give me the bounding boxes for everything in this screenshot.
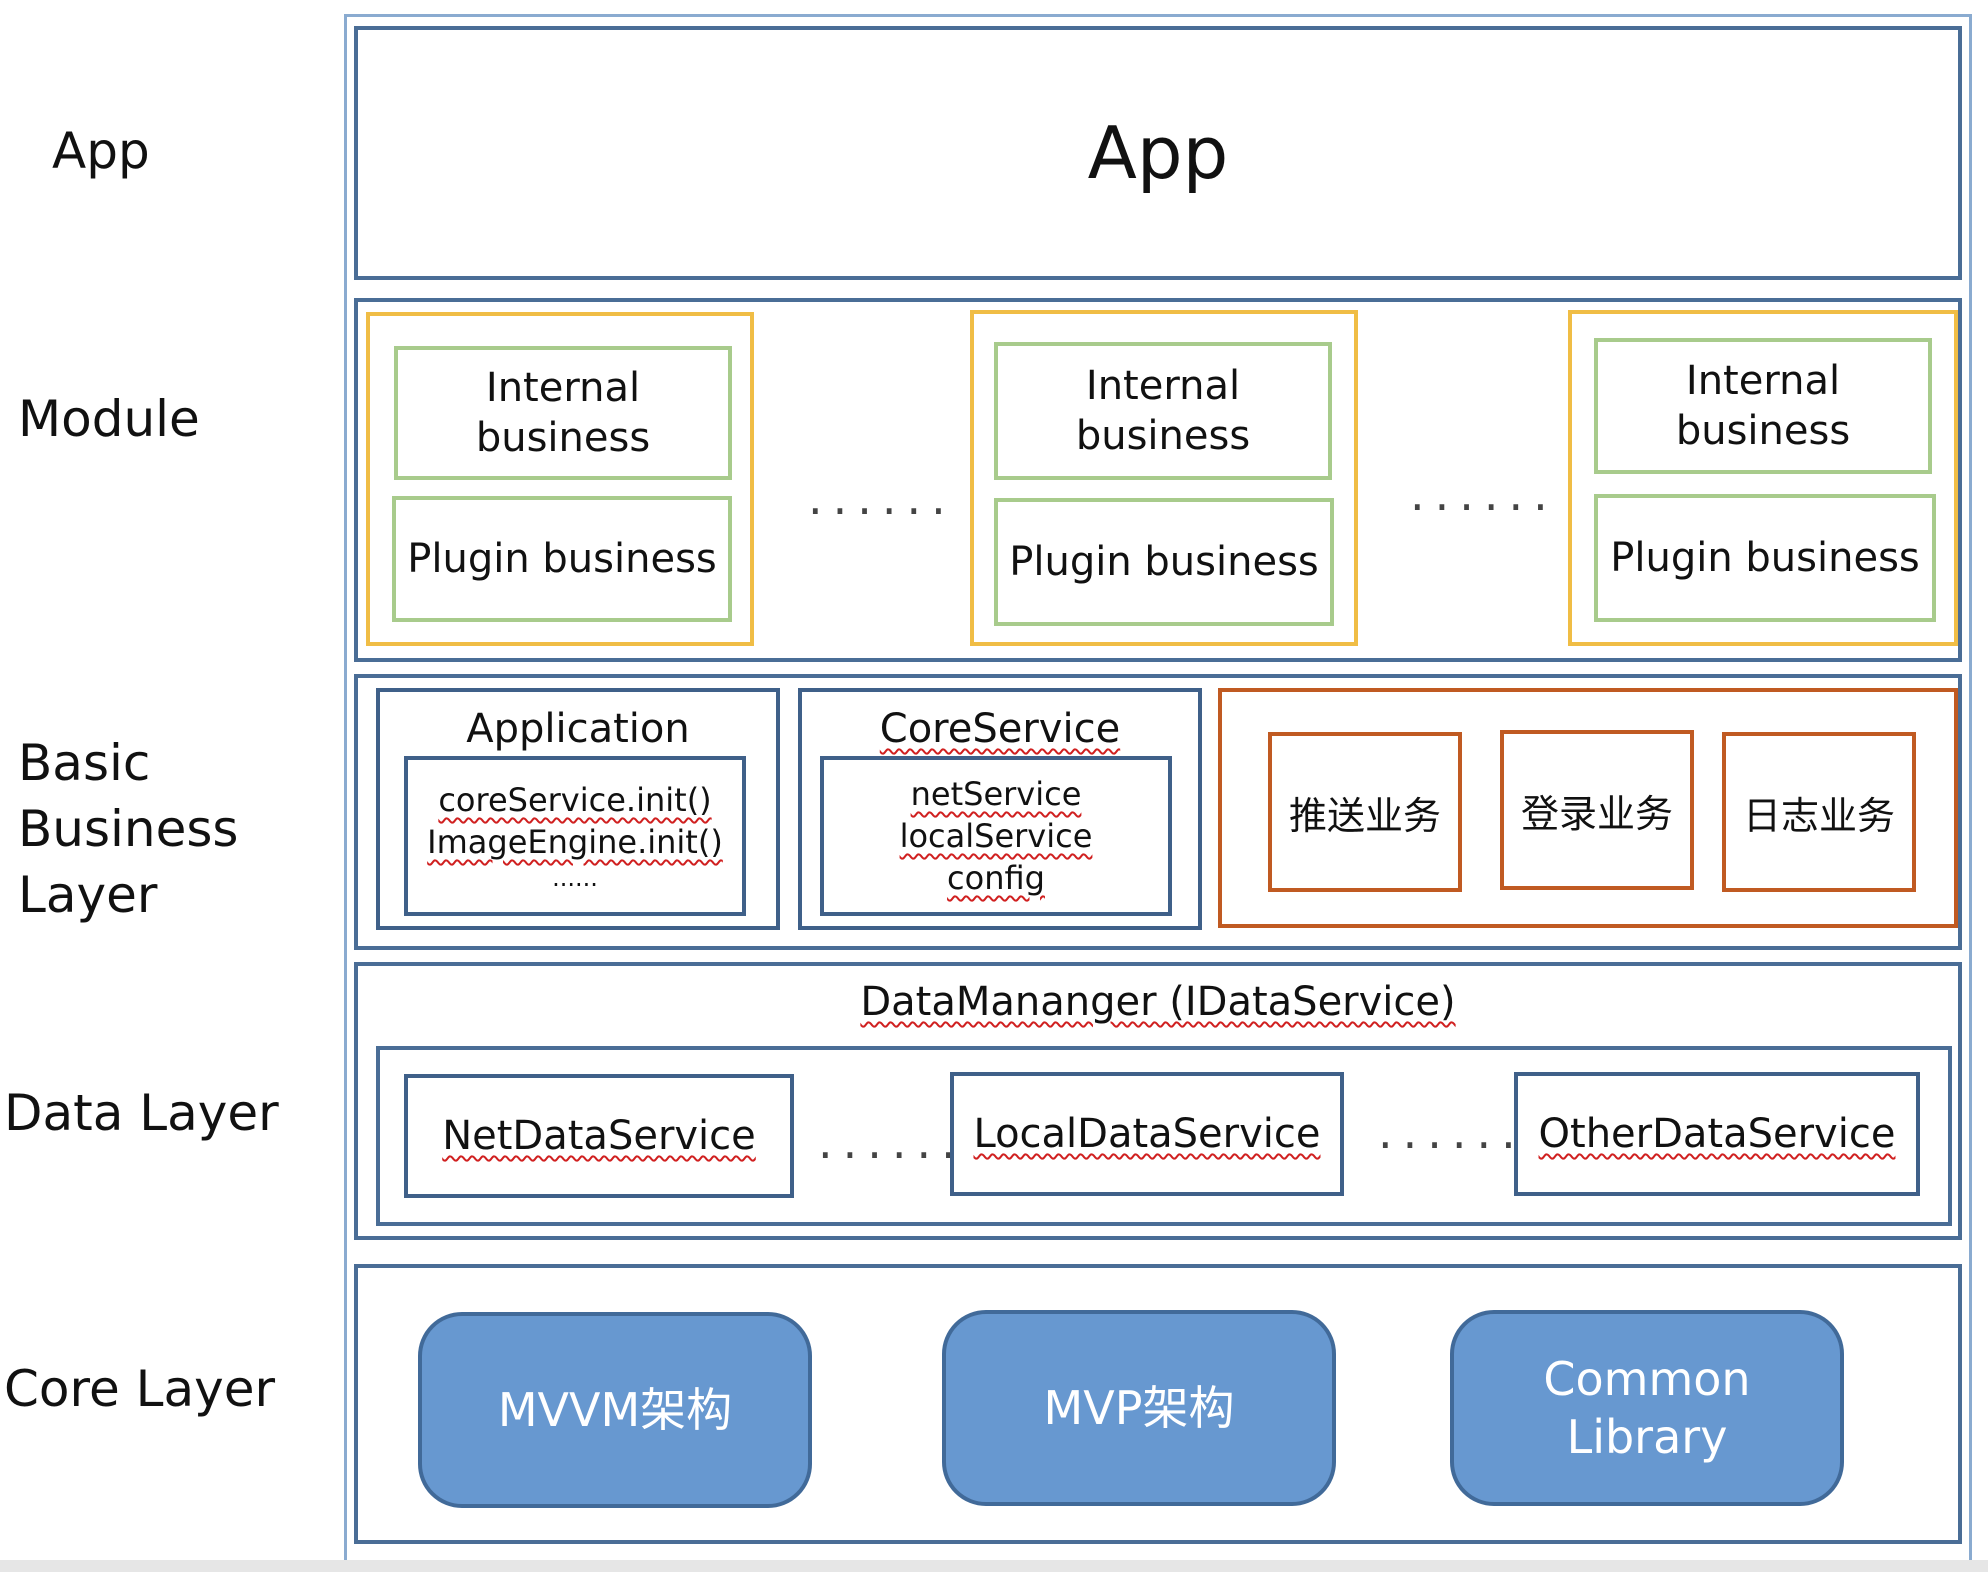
side-label-data-layer: Data Layer [4, 1084, 279, 1142]
internal-business-1-line1: Internal [485, 365, 641, 411]
core-item-common-library: Common Library [1450, 1310, 1844, 1506]
side-label-core-layer: Core Layer [4, 1360, 276, 1418]
core-service-line2: localService [899, 817, 1093, 855]
core-item-mvvm-label: MVVM架构 [497, 1383, 733, 1437]
internal-business-3-line2: business [1675, 408, 1851, 454]
business-service-log-label: 日志业务 [1742, 793, 1895, 838]
data-ellipsis-1: ...... [818, 1115, 966, 1169]
internal-business-3: Internal business [1594, 338, 1932, 474]
side-label-app: App [52, 122, 150, 180]
plugin-business-3: Plugin business [1594, 494, 1936, 622]
core-item-mvp: MVP架构 [942, 1310, 1336, 1506]
plugin-business-1-label: Plugin business [407, 536, 717, 582]
business-service-push: 推送业务 [1268, 732, 1462, 892]
module-box-1 [366, 312, 754, 646]
module-ellipsis-1: ...... [808, 471, 956, 525]
module-box-2 [970, 310, 1358, 646]
net-data-service: NetDataService [404, 1074, 794, 1198]
module-ellipsis-2: ...... [1410, 467, 1558, 521]
module-layer-box [354, 298, 1962, 662]
application-init-line1: coreService.init() [438, 781, 712, 819]
other-data-service-label: OtherDataService [1538, 1111, 1896, 1157]
side-label-basic-line3: Layer [18, 866, 158, 924]
core-service-title: CoreService [798, 702, 1202, 756]
internal-business-1: Internal business [394, 346, 732, 480]
business-service-push-label: 推送业务 [1288, 793, 1441, 838]
data-layer-box [354, 962, 1962, 1240]
application-init-box: coreService.init() ImageEngine.init() ..… [404, 756, 746, 916]
core-service-line3: config [947, 859, 1045, 897]
core-service-title-text: CoreService [879, 706, 1121, 752]
plugin-business-2: Plugin business [994, 498, 1334, 626]
side-label-basic-business-layer: Basic Business Layer [18, 730, 238, 928]
business-services-box [1218, 688, 1958, 928]
core-service-detail-box: netService localService config [820, 756, 1172, 916]
data-manager-title-text: DataMananger (IDataService) [860, 979, 1456, 1025]
business-service-login-label: 登录业务 [1520, 791, 1673, 836]
core-service-line1: netService [910, 775, 1082, 813]
local-data-service-label: LocalDataService [973, 1111, 1321, 1157]
plugin-business-1: Plugin business [392, 496, 732, 622]
plugin-business-3-label: Plugin business [1610, 535, 1920, 581]
side-label-module: Module [18, 390, 200, 448]
internal-business-2: Internal business [994, 342, 1332, 480]
local-data-service: LocalDataService [950, 1072, 1344, 1196]
internal-business-3-line1: Internal [1685, 358, 1841, 404]
internal-business-2-line2: business [1075, 413, 1251, 459]
side-label-basic-line2: Business [18, 800, 239, 858]
application-title: Application [466, 706, 690, 752]
core-service-box [798, 688, 1202, 930]
internal-business-2-line1: Internal [1085, 363, 1241, 409]
application-init-line3: ...... [552, 864, 598, 892]
data-ellipsis-2: ...... [1378, 1105, 1526, 1159]
side-label-basic-line1: Basic [18, 734, 151, 792]
app-layer-title: App [1087, 111, 1229, 195]
business-service-log: 日志业务 [1722, 732, 1916, 892]
data-manager-title: DataMananger (IDataService) [354, 974, 1962, 1030]
module-box-3 [1568, 310, 1958, 646]
plugin-business-2-label: Plugin business [1009, 539, 1319, 585]
core-item-mvp-label: MVP架构 [1043, 1381, 1235, 1435]
data-services-box [376, 1046, 1952, 1226]
core-item-common-library-line2: Library [1566, 1410, 1728, 1464]
core-item-common-library-line1: Common [1543, 1352, 1751, 1406]
business-service-login: 登录业务 [1500, 730, 1694, 890]
other-data-service: OtherDataService [1514, 1072, 1920, 1196]
bottom-edge-bar [0, 1560, 1988, 1572]
app-layer-box: App [354, 26, 1962, 280]
application-box [376, 688, 780, 930]
core-layer-box [354, 1264, 1962, 1544]
application-init-line2: ImageEngine.init() [427, 823, 723, 861]
core-item-mvvm: MVVM架构 [418, 1312, 812, 1508]
net-data-service-label: NetDataService [442, 1113, 756, 1159]
internal-business-1-line2: business [475, 415, 651, 461]
basic-business-layer-box [354, 674, 1962, 950]
